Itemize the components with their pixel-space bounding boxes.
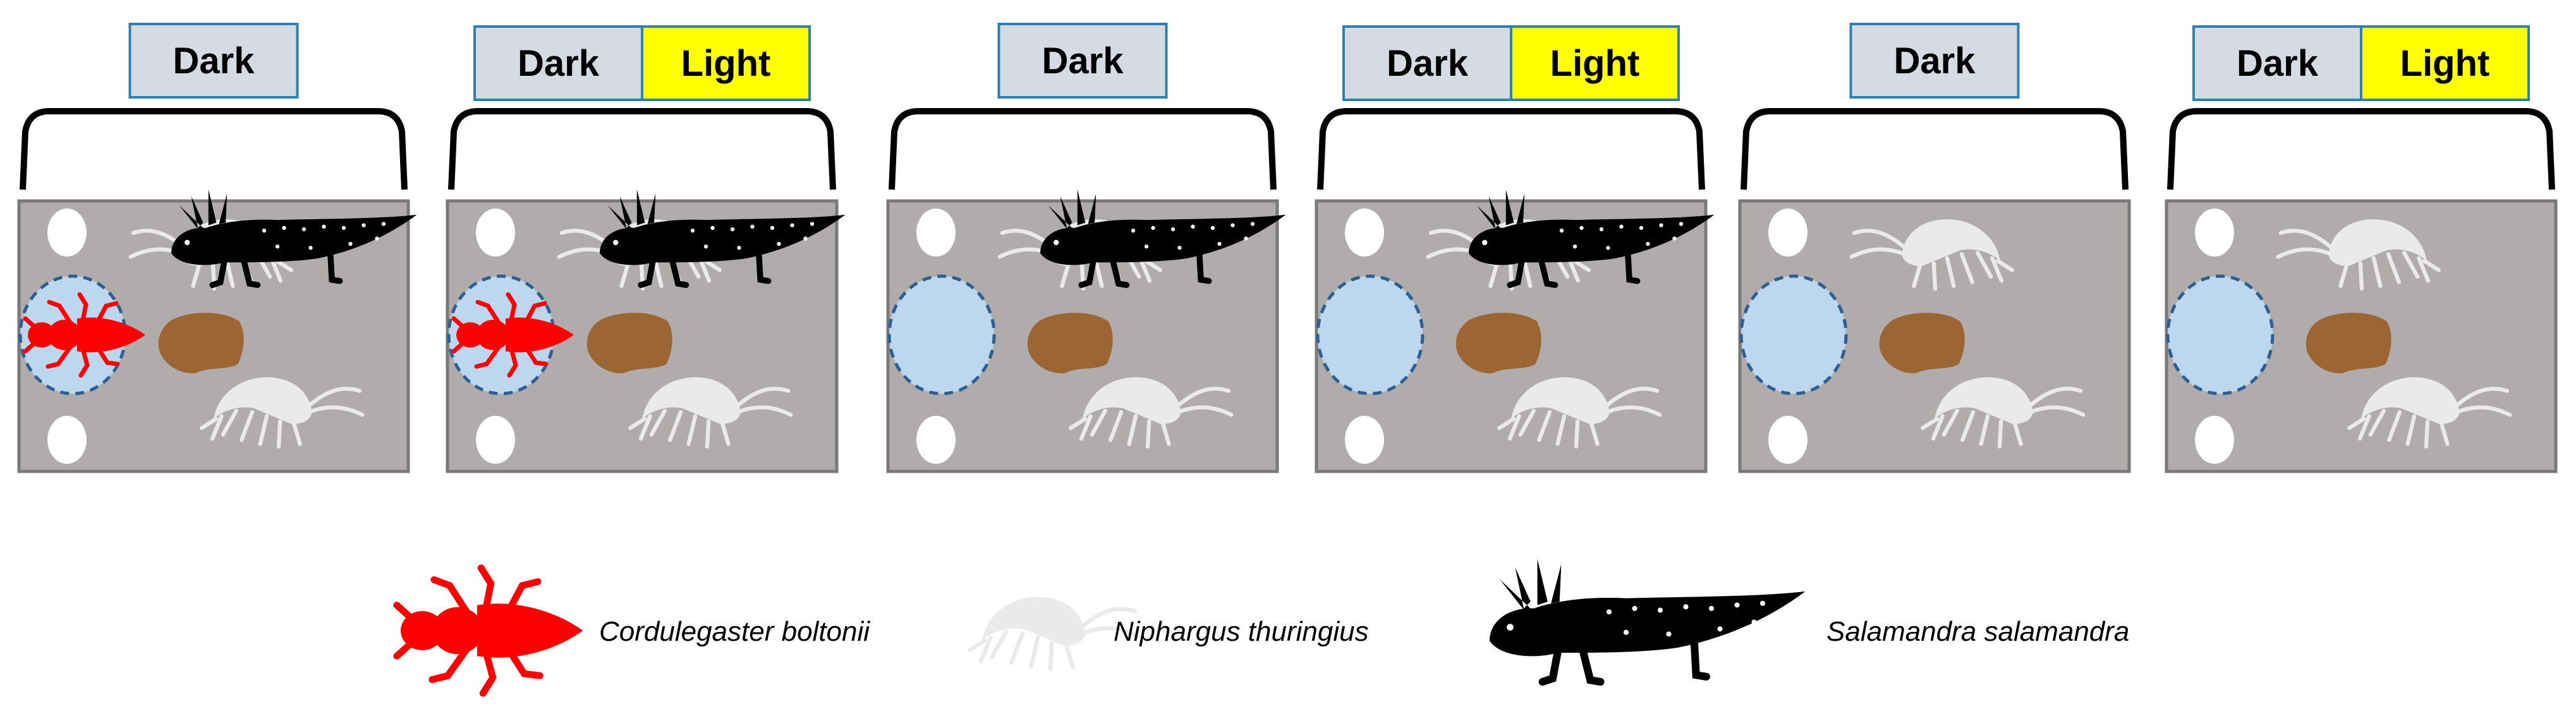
experimental-panel: Dark	[17, 23, 417, 473]
legend-item: Salamandra salamandra	[1490, 559, 2129, 682]
white-spot	[1768, 209, 1807, 257]
white-spot	[1345, 416, 1384, 464]
light-condition-label: Light	[2400, 43, 2490, 84]
dark-condition-box	[2192, 25, 2362, 101]
white-spot	[476, 209, 515, 257]
shelter	[887, 274, 996, 396]
white-spot	[2195, 209, 2234, 257]
dark-condition-box	[1849, 23, 2020, 99]
legend-label: Cordulegaster boltonii	[599, 616, 870, 647]
legend-label: Niphargus thuringius	[1114, 616, 1369, 647]
light-condition-label: Light	[681, 43, 771, 84]
dark-condition-box	[1342, 25, 1512, 101]
shelter	[1316, 274, 1425, 396]
experimental-panel: Dark	[1738, 23, 2131, 473]
leaf-litter	[1027, 312, 1113, 373]
experimental-panel: Dark Light	[446, 25, 846, 473]
light-condition-label: Light	[1550, 43, 1640, 84]
white-spot	[2195, 416, 2234, 464]
white-spot	[916, 416, 956, 464]
light-condition-box	[2360, 25, 2530, 101]
dark-condition-box	[128, 23, 299, 99]
legend-label: Salamandra salamandra	[1826, 616, 2129, 647]
white-spot	[1768, 416, 1807, 464]
dark-condition-box	[473, 25, 643, 101]
legend-item: Niphargus thuringius	[969, 597, 1369, 670]
leaf-litter	[1879, 312, 1965, 373]
salamander-larva-icon	[1490, 559, 1806, 682]
dark-condition-label: Dark	[2237, 43, 2319, 84]
white-spot	[1345, 209, 1384, 257]
experimental-panel: Dark Light	[2165, 25, 2558, 473]
bracket	[20, 108, 408, 190]
dark-condition-label: Dark	[173, 40, 255, 82]
dark-condition-label: Dark	[1894, 40, 1976, 82]
white-spot	[476, 416, 515, 464]
light-condition-box	[1510, 25, 1680, 101]
white-spot	[47, 209, 87, 257]
light-condition-box	[641, 25, 811, 101]
amphipod-icon	[969, 597, 1138, 670]
white-spot	[916, 209, 956, 257]
shelter	[2166, 274, 2275, 396]
dark-condition-label: Dark	[1387, 43, 1469, 84]
dark-condition-box	[997, 23, 1168, 99]
shelter	[1739, 274, 1848, 396]
dark-condition-label: Dark	[518, 43, 600, 84]
legend: Cordulegaster boltonii Niphargus thuringi…	[397, 559, 2129, 694]
bracket	[889, 108, 1277, 190]
experimental-panel: Dark	[886, 23, 1286, 473]
leaf-litter	[1455, 312, 1541, 373]
experimental-panel: Dark Light	[1315, 25, 1715, 473]
bracket	[1317, 108, 1705, 190]
bracket	[1741, 108, 2129, 190]
bracket	[448, 108, 836, 190]
dragonfly-larva-icon	[397, 568, 583, 693]
leaf-litter	[586, 312, 672, 373]
white-spot	[47, 416, 87, 464]
dark-condition-label: Dark	[1042, 40, 1124, 82]
legend-item: Cordulegaster boltonii	[397, 568, 870, 693]
leaf-litter	[2306, 312, 2391, 373]
bracket	[2167, 108, 2555, 190]
leaf-litter	[158, 312, 244, 373]
